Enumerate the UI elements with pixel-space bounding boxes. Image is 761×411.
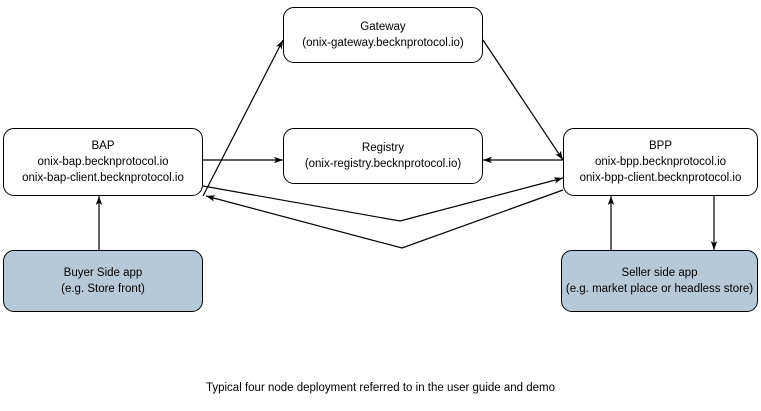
node-gateway[interactable]: Gateway (onix-gateway.becknprotocol.io) bbox=[283, 7, 483, 63]
node-bpp-line-1: onix-bpp.becknprotocol.io bbox=[594, 156, 727, 168]
node-bpp[interactable]: BPP onix-bpp.becknprotocol.io onix-bpp-c… bbox=[563, 128, 758, 196]
node-bap-line-2: onix-bap-client.becknprotocol.io bbox=[22, 172, 184, 184]
edge-bpp-to-bap bbox=[205, 189, 564, 249]
edge-bap-to-bpp bbox=[202, 177, 564, 222]
node-gateway-line-1: (onix-gateway.becknprotocol.io) bbox=[302, 37, 464, 49]
edge-bap-to-gateway bbox=[202, 39, 284, 197]
node-gateway-line-0: Gateway bbox=[360, 21, 406, 33]
node-bap-line-0: BAP bbox=[91, 140, 115, 152]
node-bpp-line-2: onix-bpp-client.becknprotocol.io bbox=[579, 172, 742, 184]
node-bap[interactable]: BAP onix-bap.becknprotocol.io onix-bap-c… bbox=[3, 128, 203, 196]
node-bpp-line-0: BPP bbox=[648, 140, 672, 152]
node-buyer-side-app[interactable]: Buyer Side app (e.g. Store front) bbox=[3, 250, 203, 312]
diagram-caption: Typical four node deployment referred to… bbox=[205, 382, 556, 394]
node-registry-line-1: (onix-registry.becknprotocol.io) bbox=[304, 158, 462, 170]
node-buyer-side-app-line-1: (e.g. Store front) bbox=[61, 283, 145, 295]
edge-gateway-to-bpp bbox=[482, 39, 564, 161]
node-seller-side-app[interactable]: Seller side app (e.g. market place or he… bbox=[561, 250, 758, 312]
node-registry-line-0: Registry bbox=[361, 142, 405, 154]
node-registry[interactable]: Registry (onix-registry.becknprotocol.io… bbox=[283, 128, 483, 184]
node-bap-line-1: onix-bap.becknprotocol.io bbox=[37, 156, 169, 168]
node-buyer-side-app-line-0: Buyer Side app bbox=[63, 267, 143, 279]
node-seller-side-app-line-0: Seller side app bbox=[621, 267, 698, 279]
node-seller-side-app-line-1: (e.g. market place or headless store) bbox=[565, 283, 754, 295]
